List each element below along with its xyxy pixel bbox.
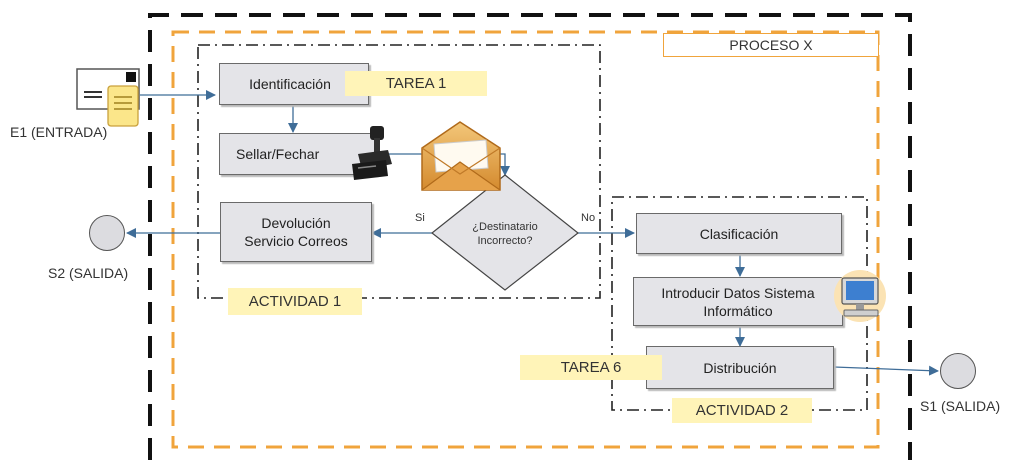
activity2-tag-text: ACTIVIDAD 2 bbox=[695, 402, 789, 419]
computer-icon bbox=[832, 270, 888, 324]
output-s1-label: S1 (SALIDA) bbox=[920, 398, 1001, 414]
task6-tag: TAREA 6 bbox=[520, 355, 662, 380]
stamp-icon bbox=[348, 124, 396, 182]
activity1-tag-text: ACTIVIDAD 1 bbox=[248, 293, 342, 310]
activity1-frame bbox=[197, 44, 601, 299]
step-devolucion[interactable]: Devolución Servicio Correos bbox=[220, 202, 372, 262]
step-distribucion-label: Distribución bbox=[703, 359, 777, 376]
task1-tag: TAREA 1 bbox=[345, 71, 487, 96]
step-sellar-fechar[interactable]: Sellar/Fechar bbox=[219, 133, 377, 175]
process-title-text: PROCESO X bbox=[729, 37, 813, 53]
output-s1-circle bbox=[940, 353, 976, 389]
step-introducir-line2: Informático bbox=[703, 302, 773, 319]
arrow-distribucion-salida bbox=[833, 365, 939, 376]
activity2-tag: ACTIVIDAD 2 bbox=[672, 398, 812, 423]
task1-tag-text: TAREA 1 bbox=[385, 75, 447, 92]
process-title: PROCESO X bbox=[663, 33, 879, 57]
step-sellar-label: Sellar/Fechar bbox=[236, 146, 320, 162]
step-identificacion-label: Identificación bbox=[249, 76, 331, 92]
step-devolucion-line1: Devolución bbox=[261, 215, 331, 231]
task6-tag-text: TAREA 6 bbox=[560, 359, 622, 376]
activity1-tag: ACTIVIDAD 1 bbox=[228, 288, 362, 315]
input-label: E1 (ENTRADA) bbox=[10, 124, 108, 140]
step-clasificacion-label: Clasificación bbox=[699, 225, 779, 242]
step-introducir-datos[interactable]: Introducir Datos Sistema Informático bbox=[633, 277, 843, 326]
output-s2-label: S2 (SALIDA) bbox=[48, 265, 129, 281]
decision-text: ¿Destinatario Incorrecto? bbox=[452, 220, 558, 248]
step-introducir-line1: Introducir Datos Sistema bbox=[661, 284, 815, 301]
decision-yes-label: Si bbox=[415, 212, 425, 224]
decision-line2: Incorrecto? bbox=[477, 235, 533, 247]
arrow-sellar-decision bbox=[378, 153, 510, 176]
output-s2-circle bbox=[89, 215, 125, 251]
mail-document-icon bbox=[76, 68, 144, 130]
envelope-icon bbox=[416, 118, 506, 198]
process-frame bbox=[171, 30, 880, 449]
decision-no-label: No bbox=[581, 212, 596, 224]
outer-boundary-frame bbox=[148, 13, 912, 460]
decision-diamond[interactable] bbox=[431, 174, 579, 291]
step-devolucion-line2: Servicio Correos bbox=[244, 233, 348, 249]
step-clasificacion[interactable]: Clasificación bbox=[636, 213, 842, 254]
step-distribucion[interactable]: Distribución bbox=[646, 346, 834, 389]
step-identificacion[interactable]: Identificación bbox=[219, 63, 369, 105]
decision-line1: ¿Destinatario bbox=[472, 221, 538, 233]
